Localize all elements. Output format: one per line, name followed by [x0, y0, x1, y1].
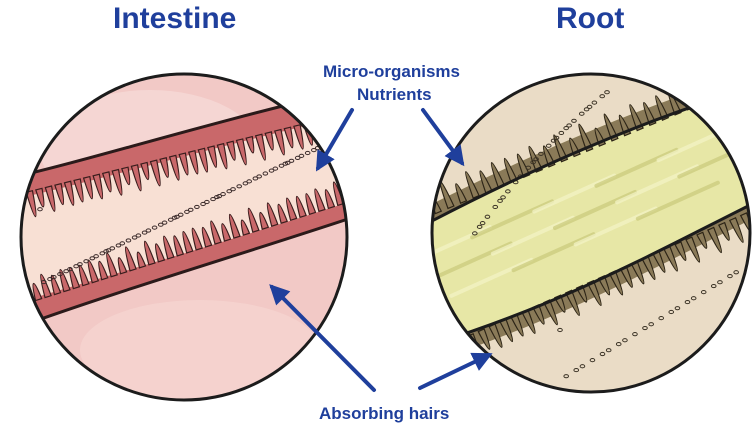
arrow-to-root-villi [420, 355, 489, 388]
label-nutrients: Nutrients [357, 85, 432, 105]
root-cross-section [410, 57, 756, 392]
arrow-to-root-hairs [423, 110, 462, 163]
title-intestine: Intestine [113, 2, 236, 36]
title-root: Root [556, 2, 624, 36]
intestine-cross-section [10, 74, 360, 400]
arrow-to-intestine-lumen [318, 110, 352, 168]
label-absorbing-hairs: Absorbing hairs [319, 404, 449, 424]
label-micro-organisms: Micro-organisms [323, 62, 460, 82]
